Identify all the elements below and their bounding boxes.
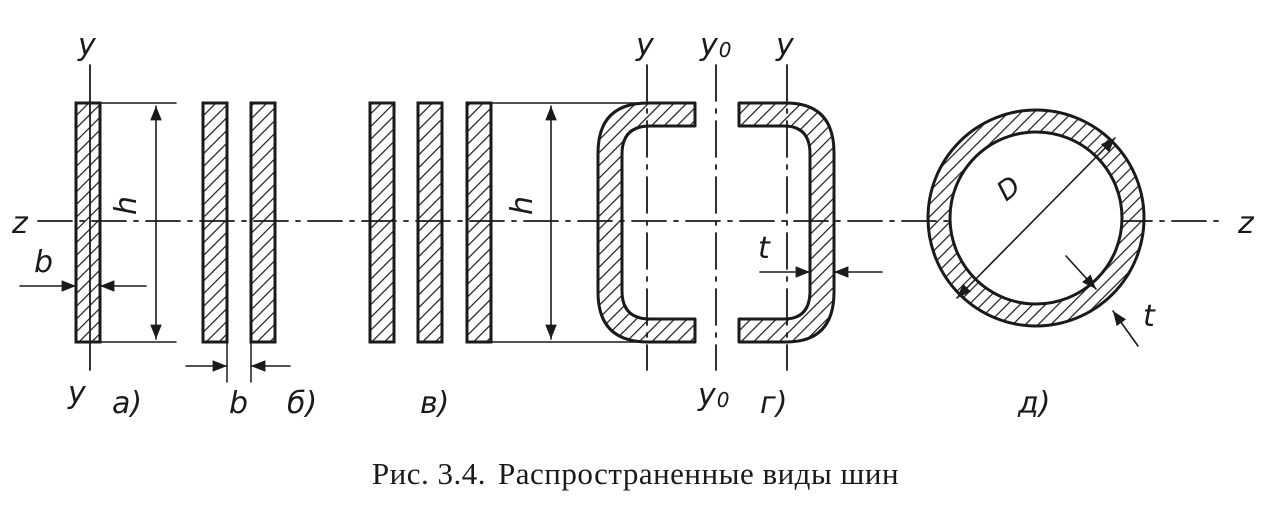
height-label-a: h — [109, 196, 144, 215]
y0-label-bottom: y0 — [697, 378, 730, 413]
height-label-g: h — [505, 196, 540, 215]
section-a — [19, 64, 177, 371]
panel-label-a: а) — [112, 386, 142, 421]
section-b — [185, 101, 291, 383]
bar-b-1 — [201, 101, 229, 344]
y-label-top-g-left: y — [635, 28, 655, 63]
y-label-top-a: y — [77, 28, 97, 63]
bar-b-2 — [249, 101, 277, 344]
y0-sub-bottom: 0 — [717, 388, 730, 412]
panel-label-g: г) — [760, 386, 787, 421]
y0-sub-top: 0 — [719, 38, 732, 62]
channel-right — [737, 101, 836, 344]
width-label-a: b — [34, 245, 53, 280]
z-label-left: z — [11, 206, 29, 241]
y0-base-bottom: y — [697, 378, 717, 413]
diameter-line — [956, 137, 1116, 299]
channel-left — [596, 101, 697, 344]
thickness-label-g: t — [758, 231, 771, 266]
section-d — [926, 108, 1146, 347]
thickness-arrow-out-d — [1112, 310, 1139, 347]
y-label-bottom-a: y — [67, 376, 87, 411]
z-label-right: z — [1237, 206, 1255, 241]
bar-a — [74, 101, 102, 344]
bar-v-1 — [368, 101, 396, 344]
bar-v-2 — [416, 101, 444, 344]
panel-label-d: д) — [1017, 386, 1050, 421]
panel-label-v: в) — [420, 386, 449, 421]
caption-number: Рис. 3.4. — [371, 456, 487, 491]
y0-label-top: y0 — [699, 28, 732, 63]
thickness-arrow-in-d — [1065, 255, 1097, 290]
width-label-b: b — [229, 386, 248, 421]
y0-base-top: y — [699, 28, 719, 63]
thickness-label-d: t — [1143, 299, 1156, 334]
y-label-top-g-right: y — [775, 28, 795, 63]
panel-label-b: б) — [287, 386, 317, 421]
section-g — [490, 64, 883, 371]
section-v — [368, 101, 493, 344]
caption-text: Распространенные виды шин — [498, 456, 900, 491]
figure-caption: Рис. 3.4. Распространенные виды шин — [0, 456, 1271, 492]
bar-v-3 — [465, 101, 493, 344]
